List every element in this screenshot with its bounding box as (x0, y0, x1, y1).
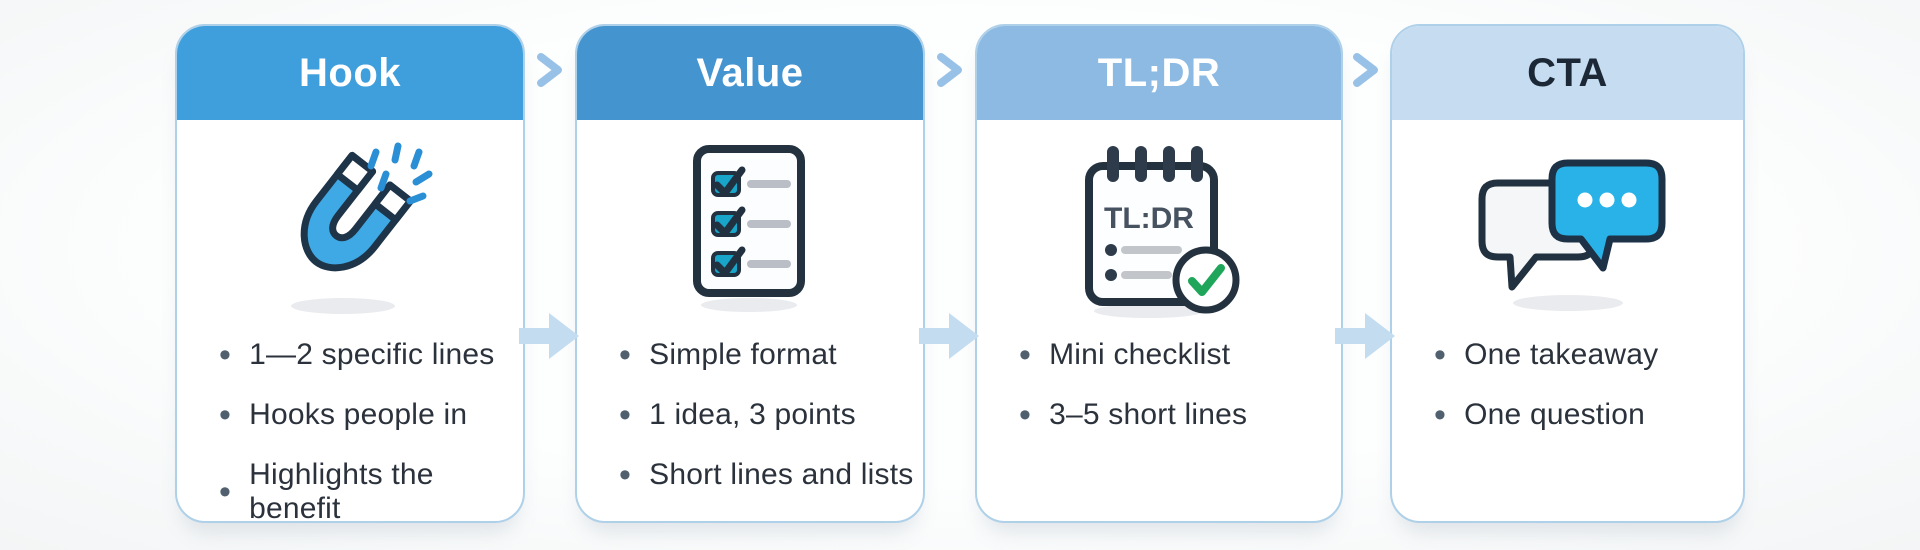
card-cta-bullets: One takeaway One question (1392, 338, 1743, 432)
card-hook-title: Hook (299, 50, 401, 95)
card-value-title: Value (696, 50, 804, 95)
bullet-item: Short lines and lists (619, 458, 915, 492)
card-hook: Hook 1—2 specifi (175, 24, 525, 523)
card-value-bullets: Simple format 1 idea, 3 points Short lin… (577, 338, 923, 492)
typing-dots (1577, 192, 1637, 208)
checklist-icon (693, 145, 805, 312)
card-value: Value Simple format (575, 24, 925, 523)
arrow-right-icon (1335, 313, 1395, 359)
check-circle (1172, 246, 1240, 314)
chat-bubbles-icon (1478, 159, 1666, 311)
card-cta-header: CTA (1392, 26, 1743, 120)
card-tldr: TL;DR TL:DR Mini c (975, 24, 1343, 523)
chevron-right-icon (537, 53, 562, 87)
bullet-item: Mini checklist (1019, 338, 1333, 372)
bullet-item: Simple format (619, 338, 915, 372)
card-cta: CTA One takeaway One question (1390, 24, 1745, 523)
front-bubble (1548, 159, 1666, 272)
green-check-icon (1188, 264, 1225, 296)
card-value-header: Value (577, 26, 923, 120)
bullet-item: One takeaway (1434, 338, 1735, 372)
bullet-item: Hooks people in (219, 398, 515, 432)
checklist-rows (711, 166, 791, 277)
arrow-right-icon (919, 313, 979, 359)
chevron-right-icon (937, 53, 962, 87)
bullet-item: 1—2 specific lines (219, 338, 515, 372)
magnet-icon (291, 142, 433, 314)
notepad-label: TL:DR (1104, 202, 1194, 235)
card-cta-title: CTA (1527, 50, 1608, 95)
bullet-item: One question (1434, 398, 1735, 432)
chevron-right-icon (1353, 53, 1378, 87)
bullet-item: Highlights the benefit (219, 458, 515, 521)
tldr-notepad-icon: TL:DR (1085, 146, 1240, 318)
card-tldr-header: TL;DR (977, 26, 1341, 120)
bullet-item: 1 idea, 3 points (619, 398, 915, 432)
bullet-item: 3–5 short lines (1019, 398, 1333, 432)
card-tldr-title: TL;DR (1097, 50, 1221, 95)
arrow-right-icon (519, 313, 579, 359)
card-hook-header: Hook (177, 26, 523, 120)
spiral-binding (1107, 146, 1203, 182)
spark-lines (367, 142, 433, 205)
card-tldr-bullets: Mini checklist 3–5 short lines (977, 338, 1341, 432)
card-hook-bullets: 1—2 specific lines Hooks people in Highl… (177, 338, 523, 521)
